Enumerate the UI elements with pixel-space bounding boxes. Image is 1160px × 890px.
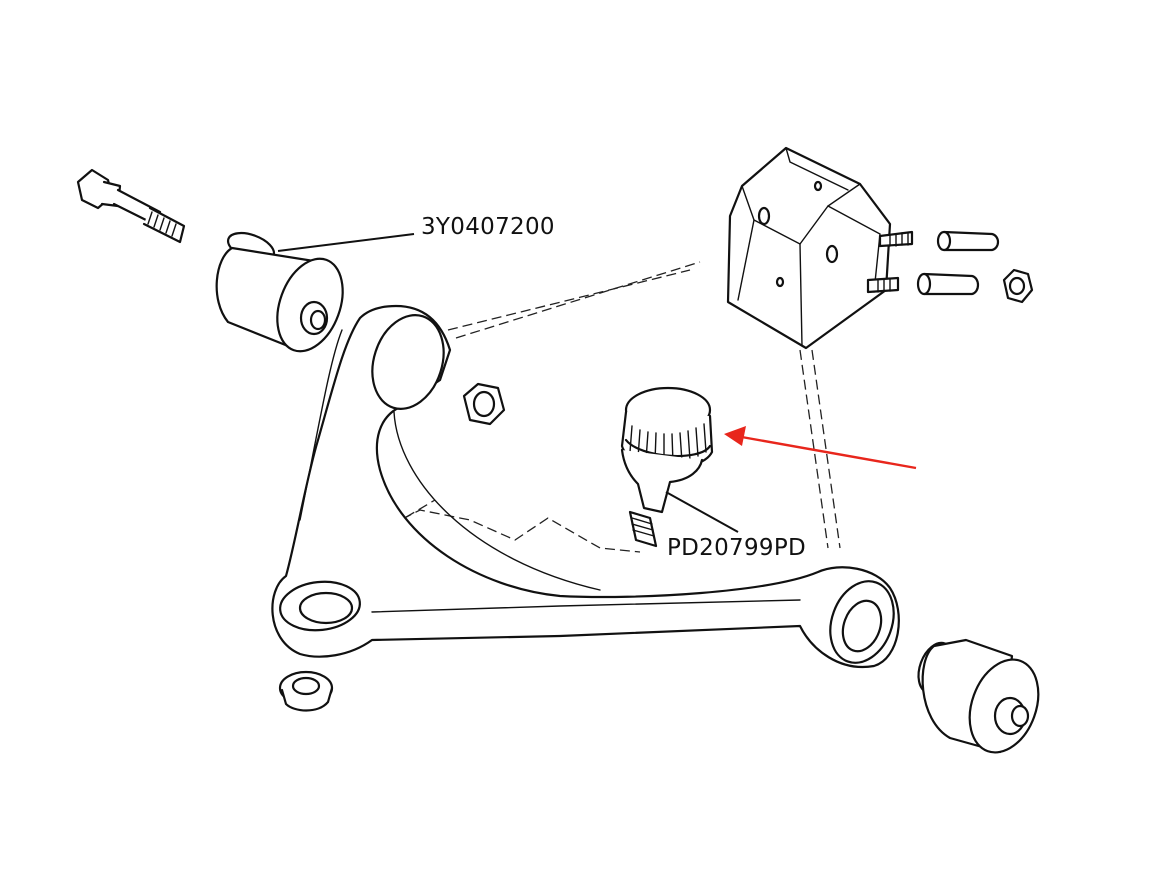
bolt [76,168,186,244]
lower-nut [278,670,334,712]
ball-joint-part-number-label: PD20799PD [667,535,807,561]
red-arrow-icon [724,426,917,470]
spacer-lower [916,272,980,296]
front-bush [215,231,344,353]
ball-joint [620,386,714,548]
assembly-guide-lines [329,261,841,580]
bracket-nut [1002,268,1034,304]
rear-bush [917,638,1040,754]
ball-joint-leader-line [665,491,739,533]
spacer-upper [936,230,1000,252]
mounting-bracket [726,146,892,350]
bush-leader-line [277,233,415,252]
bracket-studs [866,230,914,294]
upper-nut [462,382,506,426]
wishbone-arm [271,304,900,669]
bush-part-number-label: 3Y0407200 [421,214,555,240]
